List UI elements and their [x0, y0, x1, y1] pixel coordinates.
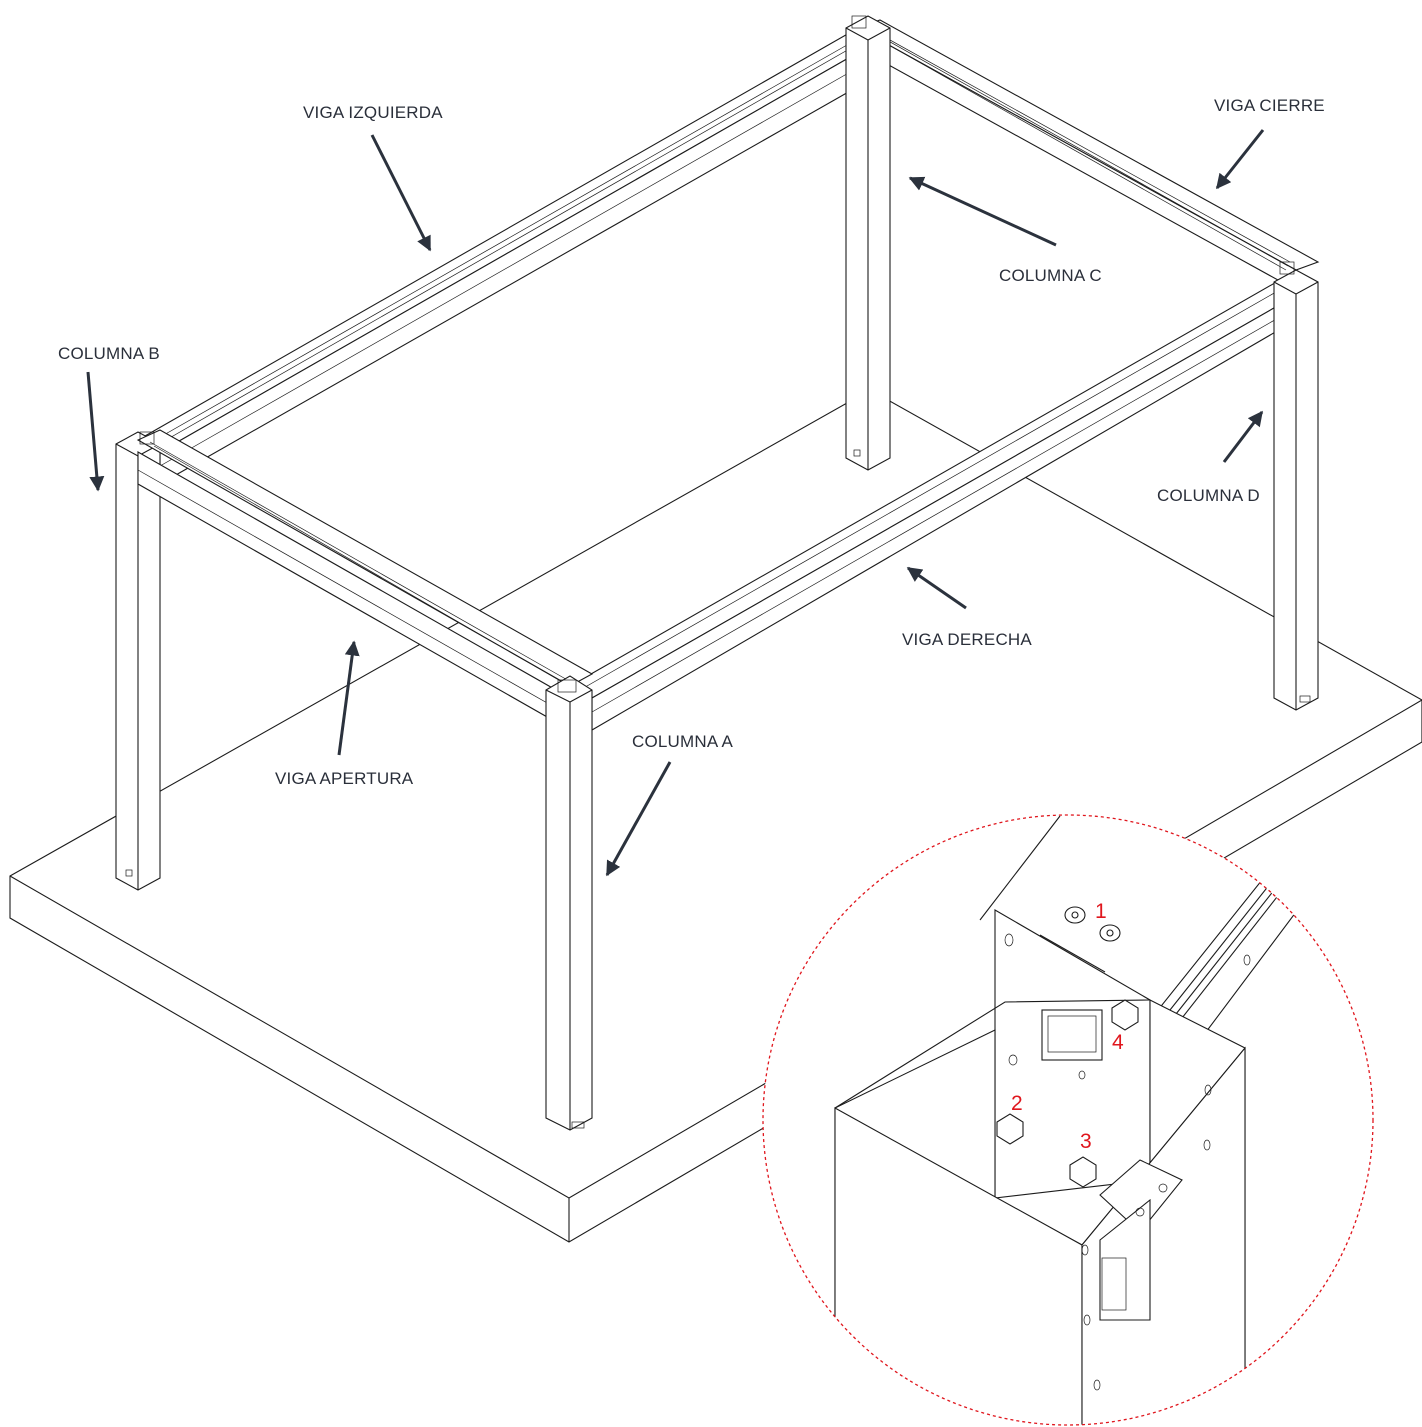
arrow-columna-a [605, 761, 672, 877]
labels: VIGA IZQUIERDA VIGA CIERRE COLUMNA C COL… [58, 96, 1325, 788]
callout-4: 4 [1112, 1031, 1124, 1054]
label-columna-b: COLUMNA B [58, 344, 160, 363]
arrow-columna-d [1222, 410, 1264, 463]
label-columna-d: COLUMNA D [1157, 486, 1260, 505]
label-columna-a: COLUMNA A [632, 732, 733, 751]
arrow-viga-derecha [906, 566, 967, 610]
label-viga-cierre: VIGA CIERRE [1214, 96, 1325, 115]
arrow-columna-c [908, 176, 1057, 247]
corner-fittings [139, 15, 1295, 693]
detail-callouts: 1 2 3 4 [1011, 900, 1124, 1153]
callout-1: 1 [1095, 900, 1107, 923]
callout-3: 3 [1080, 1130, 1092, 1153]
label-arrows [86, 129, 1265, 877]
arrow-viga-apertura [337, 640, 360, 756]
label-viga-izquierda: VIGA IZQUIERDA [303, 103, 443, 122]
label-viga-apertura: VIGA APERTURA [275, 769, 414, 788]
arrow-viga-cierre [1215, 129, 1265, 190]
viga-apertura [136, 429, 594, 731]
columna-b-shape [115, 431, 161, 891]
arrow-columna-b [86, 371, 105, 492]
callout-2: 2 [1011, 1092, 1023, 1115]
label-viga-derecha: VIGA DERECHA [902, 630, 1032, 649]
columna-d-shape [1273, 269, 1319, 711]
columna-a-shape [545, 675, 593, 1131]
arrow-viga-izquierda [370, 134, 432, 252]
detail-view [762, 814, 1374, 1426]
label-columna-c: COLUMNA C [999, 266, 1102, 285]
viga-izquierda [136, 27, 882, 485]
viga-cierre [856, 19, 1320, 291]
columna-c-shape [845, 15, 891, 471]
